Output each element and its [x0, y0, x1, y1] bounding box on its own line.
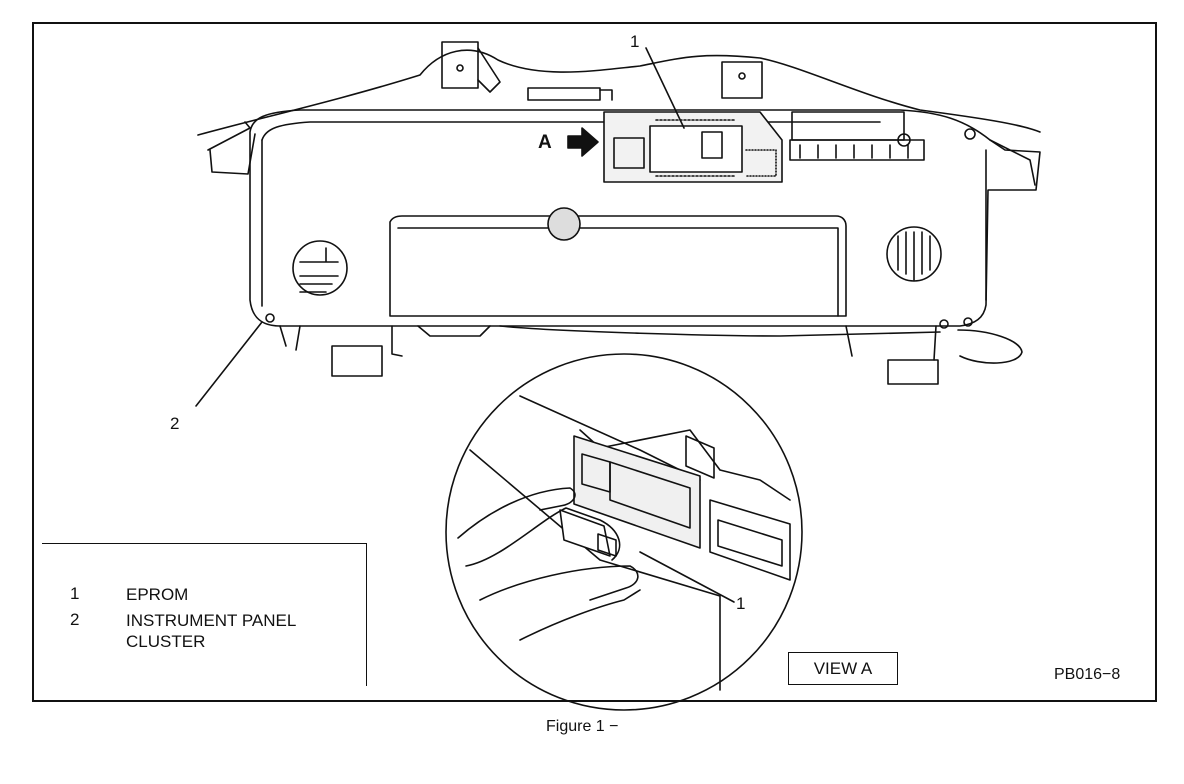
- leader-line-eprom-top: [645, 47, 685, 129]
- view-a-arrow: [567, 127, 599, 157]
- figure-caption: Figure 1 −: [546, 718, 619, 735]
- eprom-board: [603, 111, 783, 183]
- leader-line-cluster: [195, 321, 263, 407]
- figure-frame: [32, 22, 1157, 702]
- legend-label: EPROM: [126, 585, 189, 604]
- legend-label: INSTRUMENT PANEL CLUSTER: [126, 611, 296, 651]
- callout-eprom-top: 1: [630, 32, 640, 51]
- legend-number: 1: [70, 584, 80, 603]
- view-a-arrow-label: A: [538, 132, 552, 153]
- leader-line-eprom-inset: [639, 551, 735, 603]
- view-a-inset: [445, 353, 803, 711]
- dash-outline: [197, 49, 1041, 175]
- view-a-label: VIEW A: [788, 652, 898, 685]
- legend-box: 1 EPROM 2 INSTRUMENT PANEL CLUSTER: [42, 543, 367, 686]
- legend-number: 2: [70, 610, 80, 629]
- view-a-text: VIEW A: [813, 658, 873, 678]
- cluster-housing: [249, 41, 1041, 385]
- callout-eprom-inset: 1: [736, 594, 746, 613]
- figure-id: PB016−8: [1054, 666, 1121, 683]
- callout-cluster: 2: [170, 414, 180, 433]
